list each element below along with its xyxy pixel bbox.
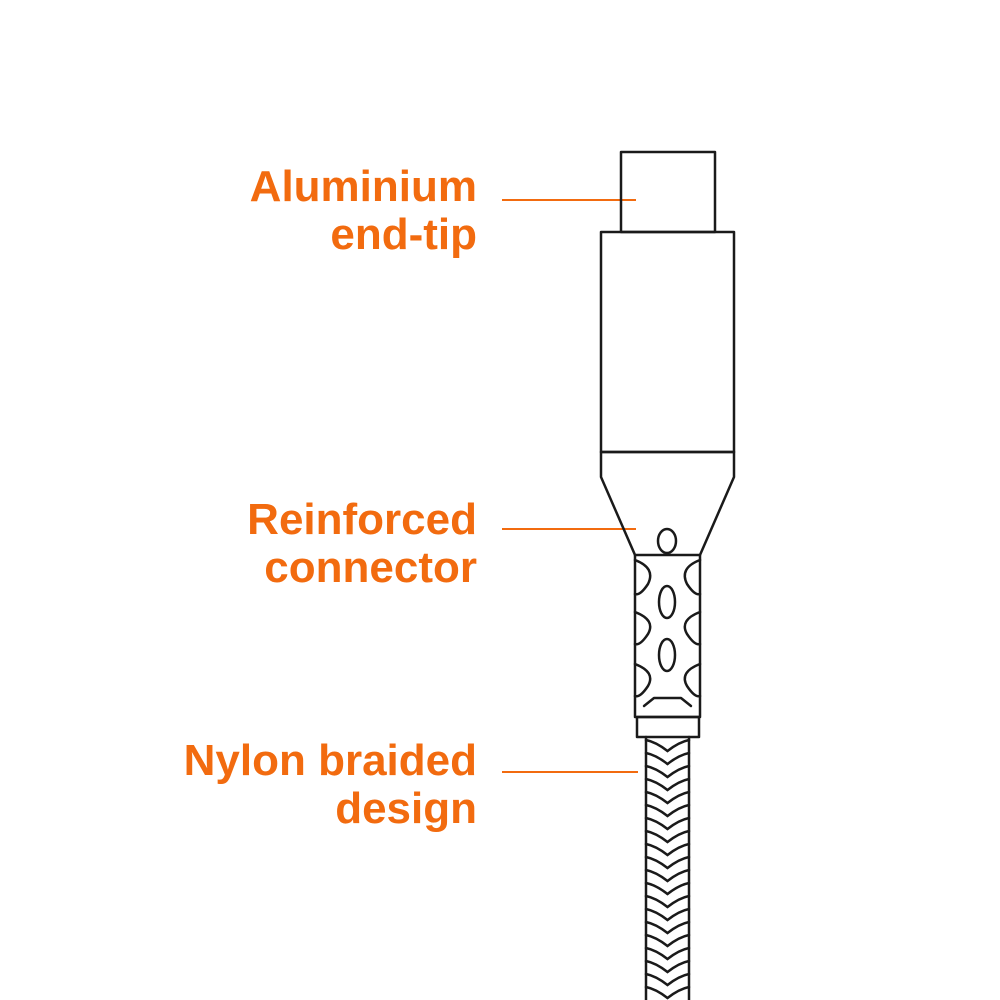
plug-tip-outline — [619, 150, 717, 234]
connector-taper-outline — [599, 450, 736, 557]
strain-relief-pattern — [633, 527, 702, 708]
callout-label-line2: connector — [264, 543, 477, 592]
braided-cable-outline — [644, 735, 691, 1000]
callout-label-line1: Nylon braided — [183, 736, 477, 785]
strain-relief-outline — [633, 553, 702, 719]
leader-line-end-tip — [502, 199, 636, 201]
callout-aluminium-end-tip: Aluminium end-tip — [250, 163, 477, 259]
leader-line-braid — [502, 771, 638, 773]
callout-nylon-braided-design: Nylon braided design — [184, 737, 477, 833]
callout-label-line2: end-tip — [330, 210, 477, 259]
callout-label-line1: Aluminium — [249, 162, 477, 211]
connector-housing-outline — [599, 230, 736, 454]
callout-label-line2: design — [335, 784, 477, 833]
callout-label-line1: Reinforced — [247, 495, 477, 544]
callout-reinforced-connector: Reinforced connector — [247, 496, 477, 592]
leader-line-connector — [502, 528, 636, 530]
braid-pattern — [644, 738, 691, 1000]
ferrule-outline — [635, 715, 701, 739]
